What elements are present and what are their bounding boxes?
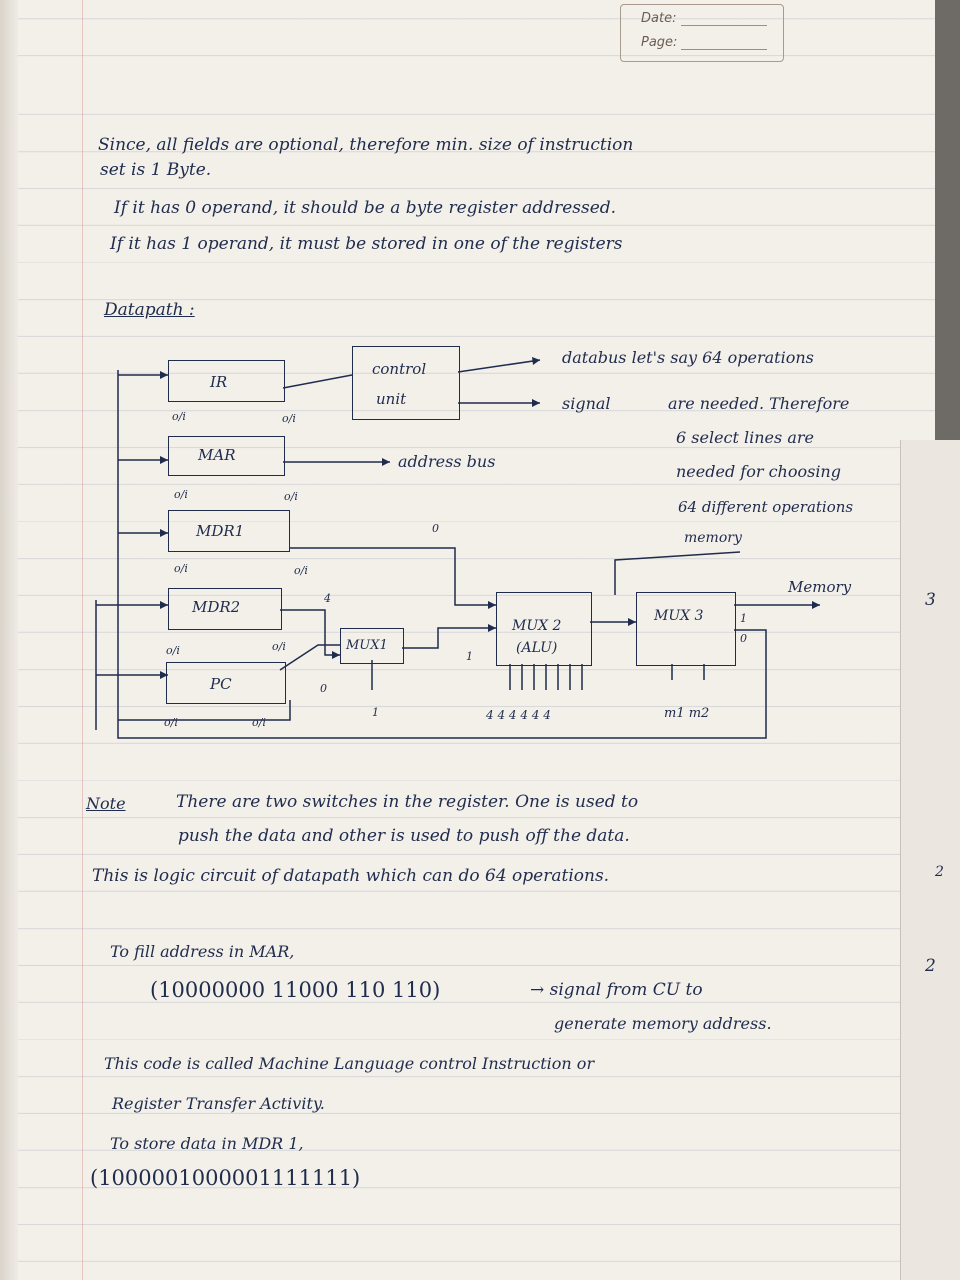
bit-mark-4: 4 (324, 592, 331, 605)
switch-label-ir-out: o/i (282, 412, 296, 425)
switch-label-mdr2-out: o/i (272, 640, 286, 653)
next-page-edge: 3 2 2 (900, 440, 960, 1280)
switch-label-mdr2-in: o/i (166, 644, 180, 657)
note-line-1: Since, all fields are optional, therefor… (98, 135, 634, 155)
bit-mark-0c: 0 (740, 632, 747, 645)
alu-input-labels: 4 4 4 4 4 4 (486, 708, 551, 722)
note-label: Note (86, 794, 126, 813)
register-transfer-line: Register Transfer Activity. (112, 1094, 325, 1113)
bit-mark-1c: 1 (740, 612, 747, 625)
margin-mark-3: 2 (925, 956, 936, 976)
pc-register (166, 662, 286, 704)
mar-code-note-1: → signal from CU to (530, 980, 703, 1000)
bit-mark-1a: 1 (372, 706, 379, 719)
pc-label: PC (210, 675, 232, 693)
page-label: Page: (641, 35, 678, 50)
switch-label-pc-out: o/i (252, 716, 266, 729)
control-unit-label-2: unit (376, 390, 407, 408)
margin-mark-2: 2 (935, 864, 944, 880)
mar-label: MAR (198, 446, 236, 464)
mux3-input-labels: m1 m2 (664, 706, 710, 721)
mdr1-register (168, 510, 290, 552)
notebook-page: Date: Page: Since, all fields are option… (0, 0, 935, 1280)
mux1-box (340, 628, 404, 664)
mar-register (168, 436, 285, 476)
ir-label: IR (210, 373, 228, 391)
margin-mark-1: 3 (925, 590, 936, 610)
switch-label-mar-in: o/i (174, 488, 188, 501)
side-note-2: 6 select lines are (676, 428, 814, 447)
mar-code-note-2: generate memory address. (554, 1014, 772, 1033)
note-line-4: If it has 1 operand, it must be stored i… (110, 234, 623, 254)
mux3-box (636, 592, 736, 666)
ir-register (168, 360, 285, 402)
bit-mark-0b: 0 (432, 522, 439, 535)
store-mdr1-line: To store data in MDR 1, (110, 1134, 304, 1153)
bit-mark-1b: 1 (466, 650, 473, 663)
side-note-3: needed for choosing (676, 462, 841, 481)
mar-code: (10000000 11000 110 110) (150, 978, 441, 1002)
control-unit-label-1: control (372, 360, 427, 378)
note-text-1: There are two switches in the register. … (176, 792, 639, 812)
memory-output-label: Memory (788, 578, 852, 596)
note-line-2: set is 1 Byte. (100, 160, 212, 180)
switch-label-mar-out: o/i (284, 490, 298, 503)
mux2-alu-box (496, 592, 592, 666)
machine-language-line: This code is called Machine Language con… (104, 1054, 595, 1073)
control-unit-box (352, 346, 460, 420)
note-text-3: This is logic circuit of datapath which … (92, 866, 610, 886)
date-label: Date: (641, 11, 677, 26)
page-line (681, 49, 767, 50)
fill-mar-line: To fill address in MAR, (110, 942, 295, 961)
margin-line (82, 0, 83, 1280)
mux2-label: MUX 2 (512, 618, 562, 634)
switch-label-pc-in: o/i (164, 716, 178, 729)
side-note-5: memory (684, 530, 742, 546)
datapath-heading: Datapath : (104, 300, 195, 320)
note-text-2: push the data and other is used to push … (178, 826, 630, 846)
side-note-1: are needed. Therefore (668, 394, 850, 413)
switch-label-ir-in: o/i (172, 410, 186, 423)
mdr1-code: (1000001000001111111) (90, 1166, 361, 1190)
databus-note: databus let's say 64 operations (562, 348, 814, 367)
switch-label-mdr1-in: o/i (174, 562, 188, 575)
alu-label: (ALU) (516, 640, 558, 656)
address-bus-label: address bus (398, 452, 496, 471)
side-note-4: 64 different operations (678, 498, 854, 516)
mux3-label: MUX 3 (654, 608, 704, 624)
signal-note: signal (562, 394, 611, 413)
mux1-label: MUX1 (346, 638, 388, 653)
mdr2-label: MDR2 (192, 598, 241, 616)
note-line-3: If it has 0 operand, it should be a byte… (114, 198, 617, 218)
date-line (681, 25, 767, 26)
page-binding (0, 0, 18, 1280)
bit-mark-0a: 0 (320, 682, 327, 695)
mdr2-register (168, 588, 282, 630)
mdr1-label: MDR1 (196, 522, 245, 540)
switch-label-mdr1-out: o/i (294, 564, 308, 577)
date-page-box: Date: Page: (620, 4, 784, 62)
